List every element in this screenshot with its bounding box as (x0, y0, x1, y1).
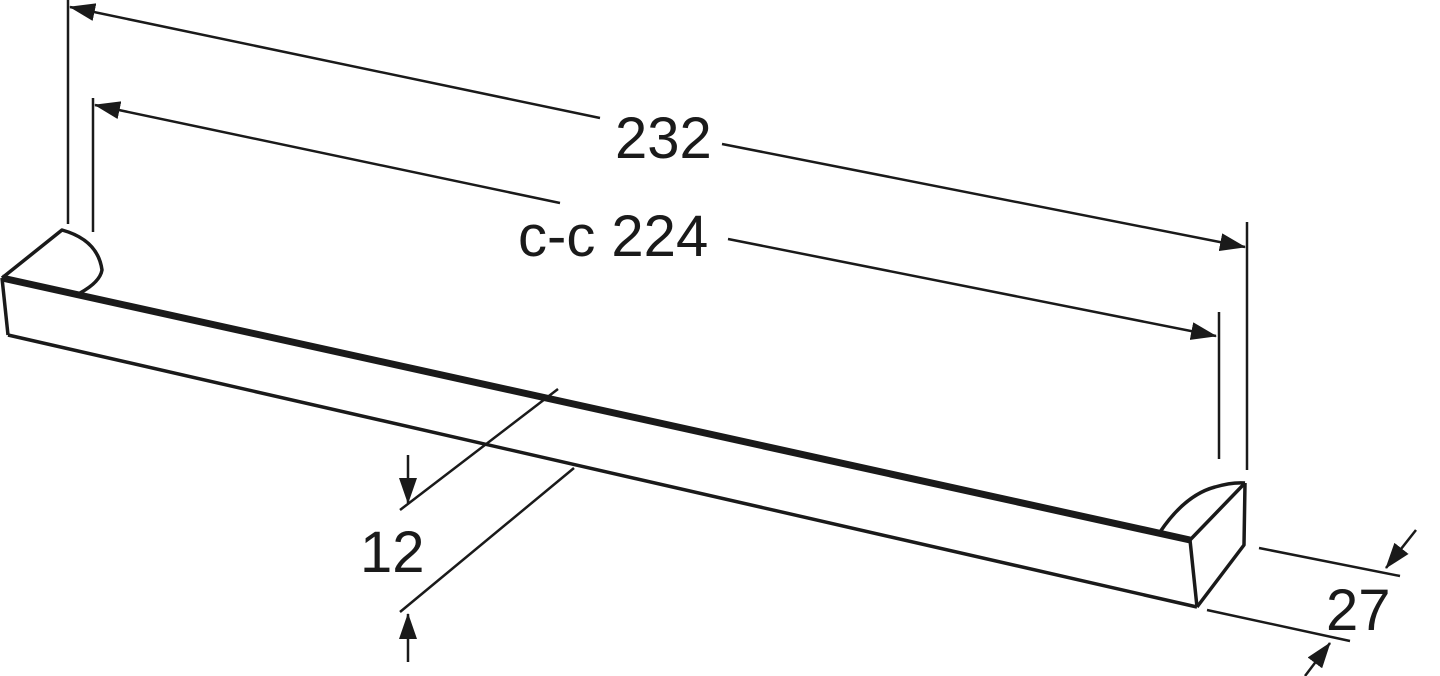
dimension-line-27 (1304, 529, 1417, 676)
extension-lines (66, 0, 1401, 643)
handle-body (0, 228, 1247, 609)
dimension-line-232 (69, 3, 1246, 251)
dimension-line-cc-224 (94, 101, 1217, 340)
dimension-label-232: 232 (615, 106, 712, 171)
dimension-label-27: 27 (1326, 578, 1391, 643)
dimension-label-cc-224: c-c 224 (518, 204, 708, 269)
dimension-label-12: 12 (360, 520, 425, 585)
